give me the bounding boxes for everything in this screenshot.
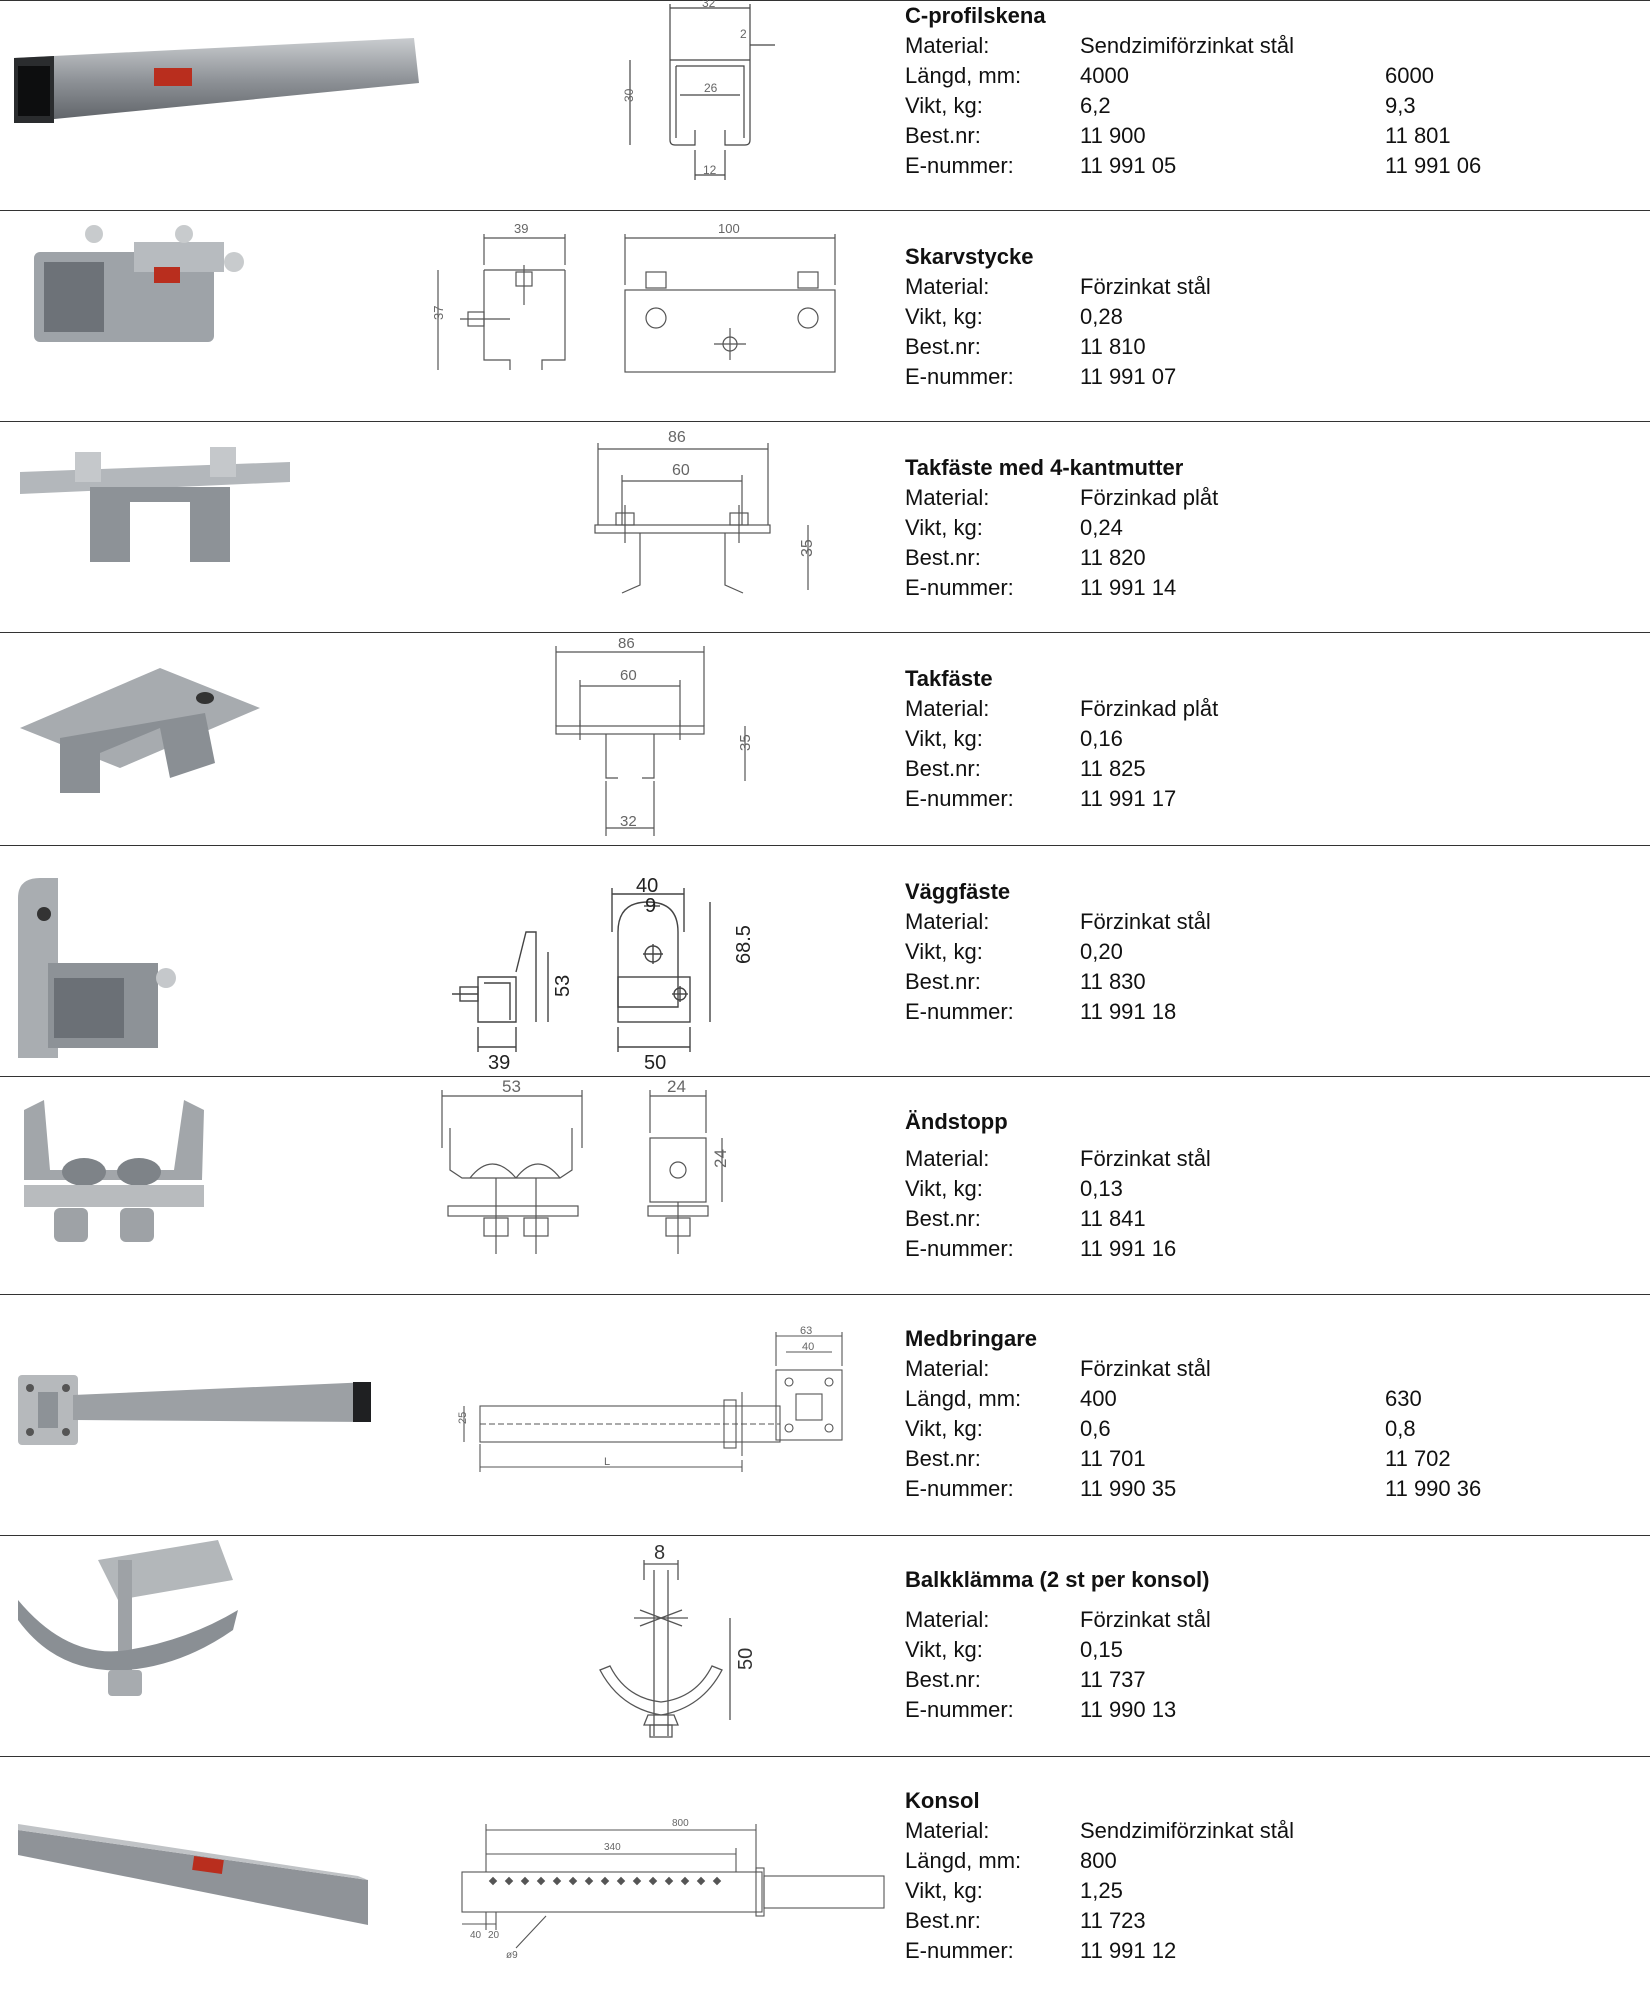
spec-table: Material:Förzinkat stål Vikt, kg:0,15 Be… [905, 1607, 1211, 1722]
dim-hole-span: 340 [604, 1842, 621, 1853]
wall-bracket-photo [18, 878, 178, 1073]
beam-clamp-photo [18, 1540, 238, 1715]
dim-hole-spacing: 40 [802, 1341, 814, 1353]
joint-piece-drawing: 39 37 100 [420, 220, 840, 385]
dim-width: 39 [488, 1052, 510, 1072]
dim-thickness: 2 [740, 27, 747, 41]
separator [0, 0, 1650, 1]
dim-edge: 40 [470, 1930, 482, 1941]
c-profile-rail-photo [14, 38, 419, 133]
end-stop-drawing: 53 24 24 [420, 1077, 780, 1273]
dim-width: 53 [502, 1078, 521, 1096]
ceiling-bracket-nut-drawing: 86 60 35 [580, 425, 820, 610]
product-info-ceiling: Takfäste Material:Förzinkad plåt Vikt, k… [905, 664, 1385, 814]
dim-slot: 32 [620, 813, 637, 830]
wall-bracket-drawing: 53 39 40 9 68.5 50 [448, 872, 768, 1077]
dim-thread: 8 [654, 1542, 665, 1564]
separator [0, 1756, 1650, 1757]
bracket-beam-drawing: 800 340 40 20 ø9 [456, 1812, 886, 1967]
dim-height: 37 [431, 306, 446, 320]
driver-arm-photo [18, 1370, 378, 1455]
dim-height: 50 [735, 1648, 757, 1670]
dim-section: 25 [457, 1412, 469, 1424]
dim-length: 100 [718, 221, 740, 236]
product-title: C-profilskena [905, 3, 1046, 28]
dim-height: 24 [711, 1149, 730, 1168]
dim-hole: 9 [645, 895, 656, 917]
dim-total-height: 68.5 [733, 925, 755, 964]
product-info-beam-clamp: Balkklämma (2 st per konsol) Material:Fö… [905, 1565, 1385, 1725]
product-info-end-stop: Ändstopp Material:Förzinkat stål Vikt, k… [905, 1107, 1385, 1264]
spec-table: Material:Förzinkat stål Vikt, kg:0,13 Be… [905, 1146, 1211, 1261]
dim-outer: 86 [618, 636, 635, 652]
ceiling-bracket-photo [20, 668, 260, 803]
dim-slot: 12 [703, 163, 717, 177]
bracket-beam-photo [18, 1820, 368, 1935]
product-title: Konsol [905, 1788, 980, 1813]
product-title: Takfäste med 4-kantmutter [905, 455, 1184, 480]
separator [0, 845, 1650, 846]
dim-height: 35 [799, 539, 816, 557]
dim-total: 800 [672, 1818, 689, 1829]
dim-inner: 60 [672, 462, 690, 479]
dim-depth: 24 [667, 1078, 686, 1096]
dim-height: 30 [622, 88, 636, 102]
product-info-driver: Medbringare Material:Förzinkat stål Läng… [905, 1324, 1481, 1504]
product-title: Ändstopp [905, 1109, 1008, 1134]
dim-hole-diameter: ø9 [506, 1950, 518, 1961]
ceiling-bracket-nut-photo [20, 432, 290, 577]
dim-base: 50 [644, 1052, 666, 1072]
product-info-wall: Väggfäste Material:Förzinkat stål Vikt, … [905, 877, 1385, 1027]
end-stop-photo [24, 1100, 214, 1255]
dim-outer: 86 [668, 429, 686, 446]
dim-inner: 60 [620, 667, 637, 684]
separator [0, 632, 1650, 633]
separator [0, 210, 1650, 211]
driver-arm-drawing: 25 L 63 40 [446, 1322, 856, 1487]
separator [0, 421, 1650, 422]
dim-inner: 26 [704, 81, 718, 95]
separator [0, 1076, 1650, 1077]
spec-table: Material:Förzinkat stål Vikt, kg:0,20 Be… [905, 909, 1211, 1024]
dim-spacing: 20 [488, 1930, 500, 1941]
c-profile-drawing: 32 2 26 30 12 [600, 0, 790, 205]
spec-table: Material:Sendzimiförzinkat stål Längd, m… [905, 33, 1482, 178]
product-title: Takfäste [905, 666, 993, 691]
product-title: Balkklämma (2 st per konsol) [905, 1567, 1210, 1592]
dim-width: 32 [702, 0, 716, 10]
spec-table: Material:Sendzimiförzinkat stål Längd, m… [905, 1818, 1294, 1963]
product-info-joint: Skarvstycke Material:Förzinkat stål Vikt… [905, 242, 1385, 392]
spec-table: Material:Förzinkad plåt Vikt, kg:0,16 Be… [905, 696, 1219, 811]
dim-plate: 63 [800, 1325, 812, 1337]
product-title: Väggfäste [905, 879, 1011, 904]
spec-table: Material:Förzinkat stål Vikt, kg:0,28 Be… [905, 274, 1211, 389]
separator [0, 1294, 1650, 1295]
product-title: Medbringare [905, 1326, 1038, 1351]
spec-table: Material:Förzinkad plåt Vikt, kg:0,24 Be… [905, 485, 1219, 600]
separator [0, 1535, 1650, 1536]
beam-clamp-drawing: 8 50 [590, 1540, 780, 1745]
product-info-c-profile: C-profilskena Material:Sendzimiförzinkat… [905, 1, 1481, 181]
product-title: Skarvstycke [905, 244, 1034, 269]
dim-length: L [604, 1456, 610, 1468]
dim-plate-width: 40 [636, 875, 658, 897]
product-info-ceiling-nut: Takfäste med 4-kantmutter Material:Förzi… [905, 453, 1385, 603]
joint-piece-photo [24, 222, 254, 357]
ceiling-bracket-drawing: 86 60 35 32 [550, 635, 770, 851]
dim-width: 39 [514, 221, 528, 236]
dim-height: 35 [737, 734, 754, 751]
dim-height: 53 [552, 975, 574, 997]
product-info-bracket: Konsol Material:Sendzimiförzinkat stål L… [905, 1786, 1385, 1966]
